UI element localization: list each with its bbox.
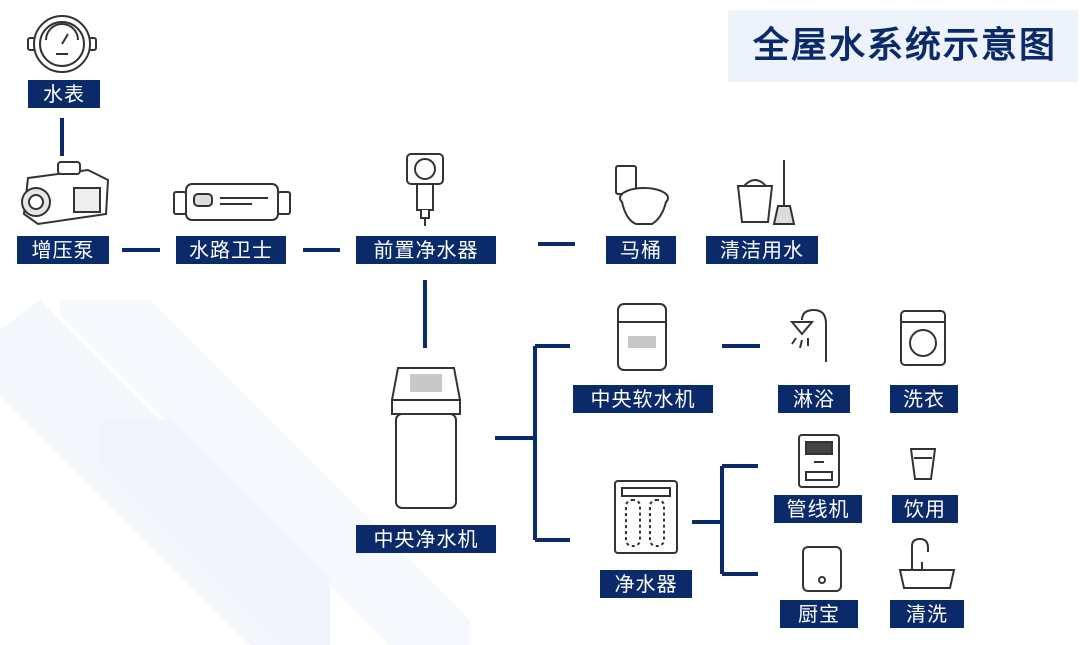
central-purifier-icon [390, 367, 462, 509]
label-central-purifier: 中央净水机 [356, 525, 496, 553]
label-drinking: 饮用 [892, 495, 958, 523]
pipeline-dispenser-icon [798, 434, 840, 488]
washing-machine-icon [900, 310, 946, 366]
label-laundry: 洗衣 [890, 385, 958, 413]
shower-icon [790, 308, 827, 362]
title-background [728, 10, 1078, 82]
label-central-softener: 中央软水机 [573, 385, 713, 413]
label-water-meter: 水表 [28, 80, 100, 108]
label-pipeline-dispenser: 管线机 [774, 495, 862, 523]
label-kitchen-heater: 厨宝 [780, 600, 858, 628]
kitchen-heater-icon [802, 546, 842, 592]
water-purifier-icon [614, 480, 678, 554]
label-water-guard: 水路卫士 [176, 236, 286, 264]
diagram-title: 全屋水系统示意图 [752, 25, 1057, 66]
label-booster-pump: 增压泵 [17, 236, 109, 264]
label-cleaning-water: 清洁用水 [706, 236, 818, 264]
pre-filter-icon [406, 153, 444, 226]
label-washing: 清洗 [890, 600, 964, 628]
booster-pump-icon [21, 161, 110, 226]
label-toilet: 马桶 [606, 236, 676, 264]
water-meter-icon [27, 15, 97, 73]
connector-central-branch [495, 344, 570, 542]
connector-purifier-branch [692, 464, 758, 576]
water-softener-icon [617, 303, 667, 371]
label-shower: 淋浴 [778, 385, 850, 413]
glass-icon [909, 448, 937, 480]
label-pre-filter: 前置净水器 [356, 236, 496, 264]
label-water-purifier: 净水器 [600, 570, 692, 598]
water-guard-icon [173, 183, 291, 221]
toilet-icon [615, 165, 669, 225]
sink-faucet-icon [898, 537, 956, 589]
mop-bucket-icon [736, 160, 796, 225]
